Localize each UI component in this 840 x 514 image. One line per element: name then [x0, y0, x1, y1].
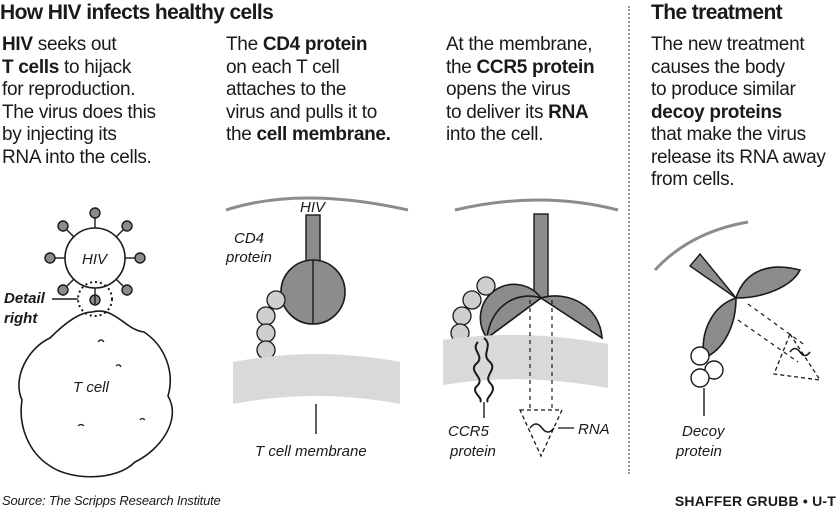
- text-run: from cells.: [651, 169, 735, 190]
- panel-cd4: HIV CD4 protein T cell membrane: [225, 196, 409, 460]
- detail-label-line1: Detail: [4, 290, 46, 307]
- text-run: to hijack: [59, 56, 132, 78]
- detail-label-line2: right: [4, 310, 38, 327]
- credit-line: SHAFFER GRUBB • U-T: [674, 493, 836, 509]
- text-line: RNA into the cells.: [2, 147, 156, 170]
- bold-term: CD4 protein: [262, 34, 368, 55]
- text-run: The new treatment: [651, 34, 805, 55]
- text-line: by injecting its: [2, 124, 156, 147]
- bold-term: T cells: [2, 56, 60, 78]
- text-run: the: [446, 56, 477, 78]
- text-line: The new treatment: [651, 34, 826, 57]
- text-line: from cells.: [651, 169, 826, 192]
- hiv-envelope-arc: [225, 196, 409, 212]
- decoy-label-line2: protein: [675, 443, 722, 460]
- text-run: virus and pulls it to: [226, 101, 378, 123]
- bold-term: HIV: [2, 34, 33, 55]
- text-line: the CCR5 protein: [446, 56, 595, 80]
- hiv-envelope-arc-3: [653, 220, 749, 272]
- text-line: virus and pulls it to: [226, 102, 391, 125]
- text-run: attaches to the: [226, 79, 347, 100]
- detail-circle: [77, 281, 113, 317]
- text-line: release its RNA away: [651, 147, 826, 170]
- text-line: The virus does this: [2, 102, 156, 125]
- rna-label: RNA: [578, 421, 610, 438]
- ccr5-label-line1: CCR5: [448, 423, 489, 440]
- cd4-label-line2: protein: [225, 249, 272, 266]
- text-line: The CD4 protein: [226, 34, 391, 57]
- text-line: to produce similar: [651, 79, 826, 102]
- treatment-title: The treatment: [651, 1, 783, 24]
- text-run: on each T cell: [226, 56, 340, 78]
- text-line: causes the body: [651, 57, 826, 80]
- panel-decoy: Decoy protein: [653, 220, 822, 460]
- opened-spike-bottom: [702, 296, 737, 360]
- text-run: the: [226, 124, 257, 145]
- opened-spike-right: [539, 295, 603, 340]
- hiv-envelope-arc-2: [454, 198, 619, 212]
- text-run: seeks out: [32, 34, 117, 55]
- bold-term: cell membrane.: [256, 124, 391, 145]
- text-run: RNA into the cells.: [2, 146, 152, 168]
- text-line: the cell membrane.: [226, 124, 391, 147]
- text-line: to deliver its RNA: [446, 102, 594, 125]
- released-rna-strand: [789, 347, 811, 357]
- text-run: by injecting its: [2, 124, 117, 145]
- panel-ccr5: CCR5 protein RNA: [443, 198, 619, 460]
- main-title: How HIV infects healthy cells: [0, 1, 274, 24]
- hiv-small-label: HIV: [82, 251, 109, 268]
- cd4-label-line1: CD4: [234, 230, 264, 247]
- decoy-label-line1: Decoy: [682, 423, 726, 440]
- text-line: T cells to hijack: [2, 57, 156, 80]
- rna-arrow: [518, 409, 564, 458]
- text-run: to produce similar: [651, 79, 796, 100]
- source-note: Source: The Scripps Research Institute: [2, 493, 221, 508]
- rna-release-arrow: [773, 332, 822, 381]
- t-cell-shape: [18, 310, 174, 478]
- text-line: HIV seeks out: [2, 34, 156, 57]
- text-line: attaches to the: [226, 79, 391, 102]
- text-run: into the cell.: [446, 124, 544, 145]
- cell-membrane-band-2: [443, 334, 608, 388]
- text-run: The: [226, 34, 263, 55]
- text-line: opens the virus: [446, 79, 594, 102]
- text-line: At the membrane,: [446, 34, 594, 57]
- t-cell-membrane-label: T cell membrane: [255, 443, 367, 460]
- text-line: that make the virus: [651, 124, 826, 147]
- cd4-protein-beads: [256, 290, 286, 360]
- hiv-top-label: HIV: [300, 199, 327, 216]
- bold-term: CCR5 protein: [476, 56, 595, 78]
- text-run: for reproduction.: [2, 79, 136, 100]
- rna-strand: [529, 423, 555, 433]
- text-run: to deliver its: [446, 101, 549, 123]
- t-cell-label: T cell: [73, 379, 110, 396]
- cell-membrane-band: [233, 354, 400, 404]
- text-line: on each T cell: [226, 57, 391, 80]
- text-run: At the membrane,: [446, 34, 593, 55]
- text-line: into the cell.: [446, 124, 594, 147]
- bold-term: RNA: [548, 101, 589, 123]
- panel-hiv-tcell: T cell HIV Detail right: [4, 207, 174, 478]
- ccr5-label-line2: protein: [449, 443, 496, 460]
- text-run: opens the virus: [446, 79, 571, 100]
- cd4-beads-2: [450, 276, 496, 343]
- ccr5-coil: [473, 337, 494, 403]
- opened-spike-top: [734, 266, 802, 299]
- text-run: causes the body: [651, 56, 785, 78]
- text-run: release its RNA away: [651, 146, 826, 168]
- text-run: The virus does this: [2, 101, 156, 123]
- text-line: decoy proteins: [651, 102, 826, 125]
- decoy-beads: [690, 346, 724, 388]
- section-divider: [628, 6, 630, 474]
- bold-term: decoy proteins: [651, 101, 782, 123]
- text-run: that make the virus: [651, 124, 806, 145]
- text-line: for reproduction.: [2, 79, 156, 102]
